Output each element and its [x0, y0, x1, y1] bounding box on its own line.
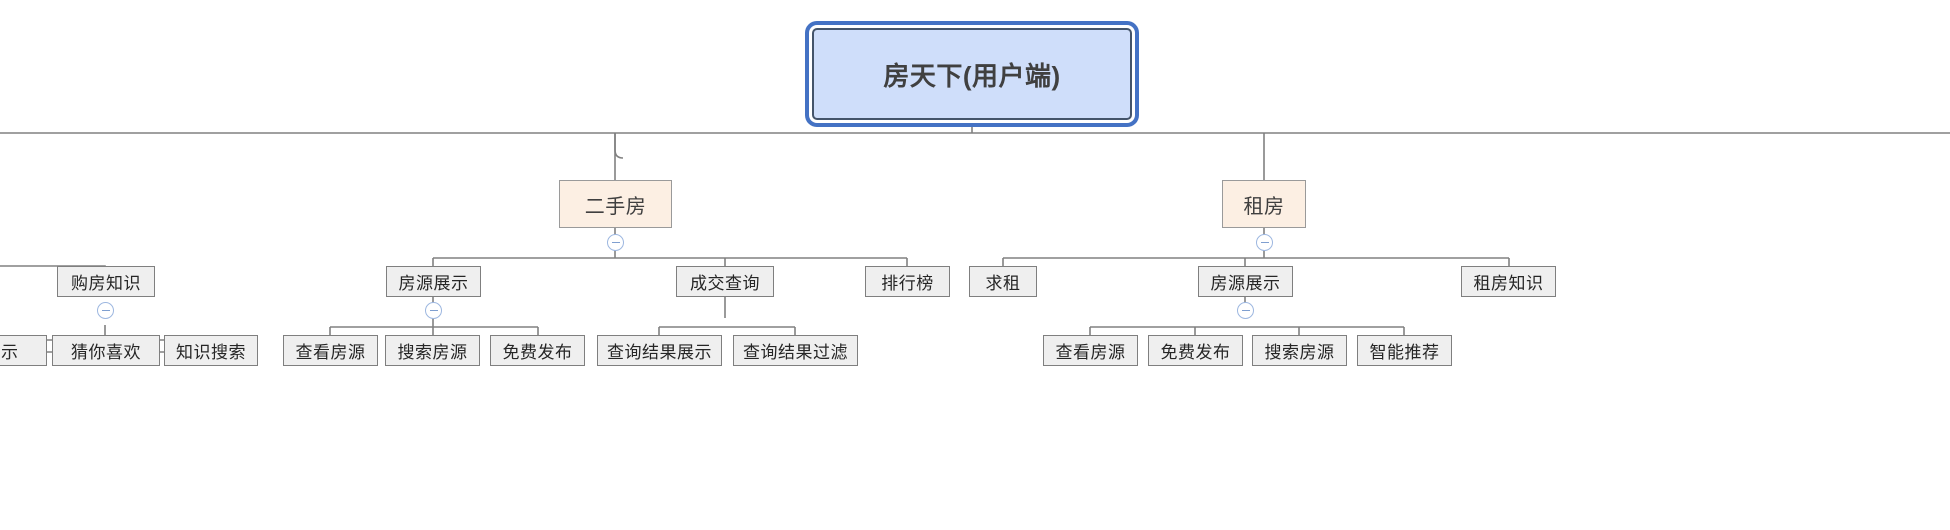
node-paihangbang-label: 排行榜	[881, 274, 934, 293]
leaf-node-zufang-mianfeifabu[interactable]: 免费发布	[1148, 335, 1243, 366]
leaf-node-ershou-mianfeifabu[interactable]: 免费发布	[490, 335, 585, 366]
leaf-node-ershou-mianfeifabu-label: 免费发布	[502, 343, 573, 362]
node-zufang-fangyuanzhanshi[interactable]: 房源展示	[1198, 266, 1293, 297]
toggle-gouFangZhiShi[interactable]	[97, 302, 114, 319]
toggle-zufang[interactable]	[1256, 234, 1273, 251]
node-qiuzu[interactable]: 求租	[969, 266, 1037, 297]
leaf-node-chaxunjieguozhanshi[interactable]: 查询结果展示	[597, 335, 722, 366]
leaf-node-zhanshi-label: 展示	[0, 343, 19, 362]
category-node-ershoufang[interactable]: 二手房	[559, 180, 672, 228]
node-ershou-fangyuanzhanshi-label: 房源展示	[398, 274, 469, 293]
node-goufangzhishi[interactable]: 购房知识	[57, 266, 155, 297]
leaf-node-caiNiXiHuan-label: 猜你喜欢	[71, 343, 141, 362]
leaf-node-zufang-chakanfangyuan[interactable]: 查看房源	[1043, 335, 1138, 366]
leaf-node-zufang-zhinengtuijian-label: 智能推荐	[1369, 343, 1440, 362]
leaf-node-zufang-zhinengtuijian[interactable]: 智能推荐	[1357, 335, 1452, 366]
leaf-node-zhishiSousuo-label: 知识搜索	[176, 343, 246, 362]
category-node-zufang-label: 租房	[1243, 195, 1285, 218]
category-node-zufang[interactable]: 租房	[1222, 180, 1306, 228]
node-chengjiaochaxun[interactable]: 成交查询	[676, 266, 774, 297]
leaf-node-zufang-mianfeifabu-label: 免费发布	[1160, 343, 1231, 362]
leaf-node-zhishiSousuo[interactable]: 知识搜索	[164, 335, 258, 366]
toggle-zufang-fangyuan[interactable]	[1237, 302, 1254, 319]
leaf-node-ershou-sousuofangyuan-label: 搜索房源	[397, 343, 468, 362]
leaf-node-zufang-chakanfangyuan-label: 查看房源	[1055, 343, 1126, 362]
node-zufangzhishi[interactable]: 租房知识	[1461, 266, 1556, 297]
minus-icon	[611, 241, 620, 244]
node-chengjiaochaxun-label: 成交查询	[690, 274, 760, 293]
minus-icon	[101, 309, 110, 312]
node-ershou-fangyuanzhanshi[interactable]: 房源展示	[386, 266, 481, 297]
leaf-node-zufang-sousuofangyuan-label: 搜索房源	[1264, 343, 1335, 362]
leaf-node-chaxunjieguozhanshi-label: 查询结果展示	[607, 343, 712, 362]
root-node-label: 房天下(用户端)	[883, 60, 1061, 91]
node-zufang-fangyuanzhanshi-label: 房源展示	[1210, 274, 1281, 293]
leaf-node-chaxunjieguoguolv-label: 查询结果过滤	[743, 343, 848, 362]
leaf-node-zhanshi-clipped[interactable]: 展示	[0, 335, 47, 366]
root-node[interactable]: 房天下(用户端)	[812, 28, 1132, 120]
node-goufangzhishi-label: 购房知识	[71, 274, 141, 293]
toggle-ershoufang[interactable]	[607, 234, 624, 251]
minus-icon	[1241, 309, 1250, 312]
leaf-node-ershou-chakanfangyuan-label: 查看房源	[295, 343, 366, 362]
minus-icon	[1260, 241, 1269, 244]
node-qiuzu-label: 求租	[985, 274, 1021, 293]
category-node-ershoufang-label: 二手房	[584, 195, 647, 218]
leaf-node-ershou-chakanfangyuan[interactable]: 查看房源	[283, 335, 378, 366]
leaf-node-chaxunjieguoguolv[interactable]: 查询结果过滤	[733, 335, 858, 366]
leaf-node-ershou-sousuofangyuan[interactable]: 搜索房源	[385, 335, 480, 366]
leaf-node-zufang-sousuofangyuan[interactable]: 搜索房源	[1252, 335, 1347, 366]
toggle-ershou-fangyuan[interactable]	[425, 302, 442, 319]
node-zufangzhishi-label: 租房知识	[1473, 274, 1544, 293]
node-paihangbang[interactable]: 排行榜	[865, 266, 950, 297]
leaf-node-caiNiXiHuan[interactable]: 猜你喜欢	[52, 335, 160, 366]
minus-icon	[429, 309, 438, 312]
